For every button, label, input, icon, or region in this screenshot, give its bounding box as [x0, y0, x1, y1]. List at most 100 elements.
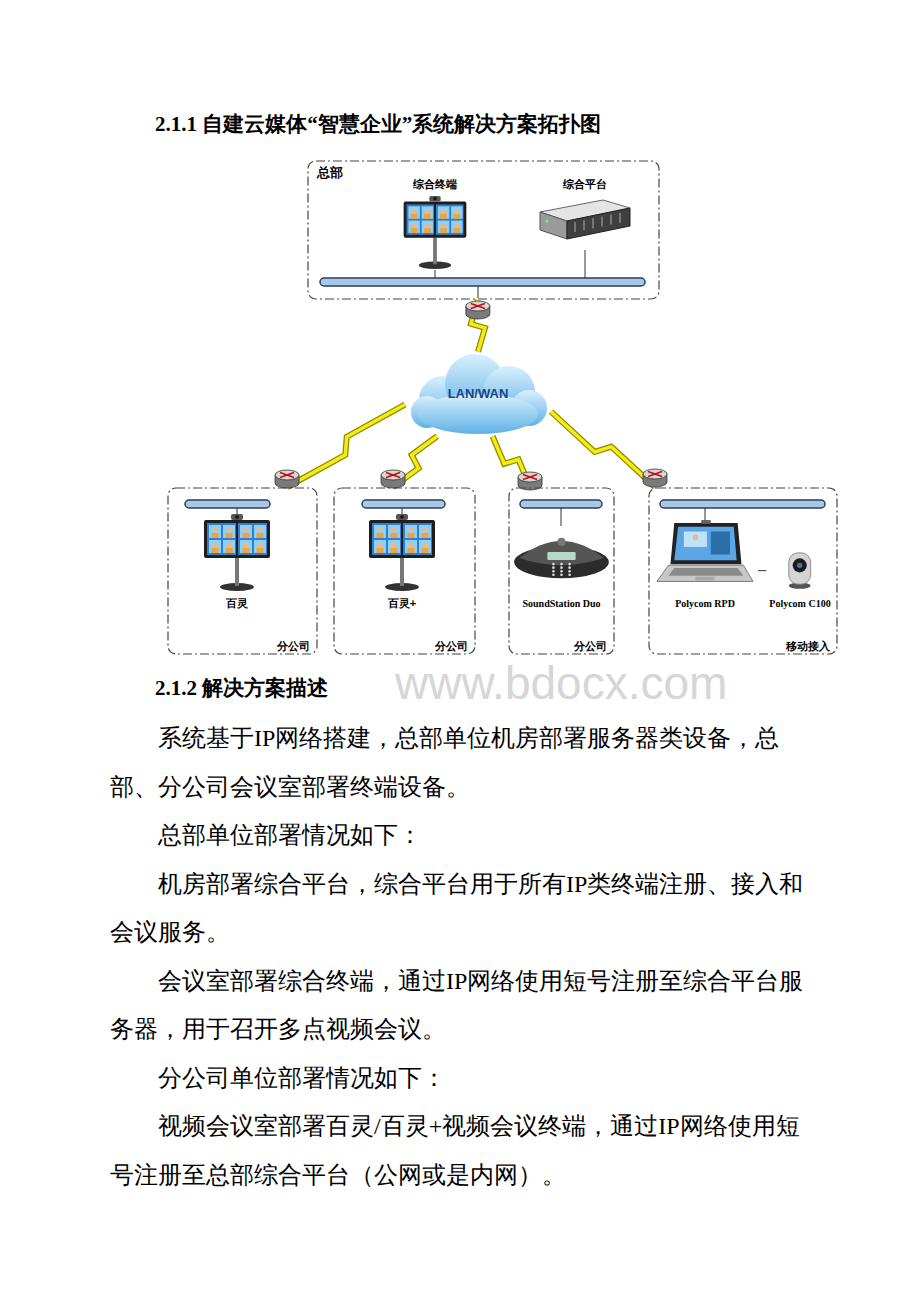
router-top — [381, 470, 405, 480]
device-label: 综合终端 — [413, 178, 457, 191]
icon-part — [391, 533, 398, 538]
icon-part — [429, 196, 440, 202]
drop-line — [478, 286, 479, 298]
icon-part — [454, 223, 459, 228]
icon-part — [797, 563, 802, 568]
body-text: 系统基于IP网络搭建，总部单位机房部署服务器类设备，总部、分公司会议室部署终端设… — [110, 714, 820, 1199]
icon-part — [567, 208, 630, 239]
icon-part — [451, 206, 462, 218]
network-bus — [362, 500, 445, 508]
conference-phone-icon — [511, 512, 612, 592]
video-terminal-icon — [362, 512, 442, 592]
group-label: 移动接入 — [786, 640, 830, 653]
wan-link — [287, 405, 405, 487]
icon-part — [213, 543, 218, 548]
icon-part — [240, 525, 252, 538]
site-group-box: 分公司百灵 — [167, 487, 318, 655]
icon-part — [674, 527, 736, 561]
server-platform: 综合平台 — [532, 178, 638, 258]
body-paragraph: 总部单位部署情况如下： — [110, 811, 820, 860]
icon-part — [377, 548, 384, 553]
laptop-client-icon — [652, 520, 758, 592]
icon-part — [454, 214, 461, 219]
icon-part — [422, 533, 429, 538]
dashed-outline-rect — [308, 161, 659, 299]
body-paragraph: 机房部署综合平台，综合平台用于所有IP类终端注册、接入和会议服务。 — [110, 860, 820, 957]
device-label: Polycom C100 — [769, 598, 830, 610]
router-icon — [275, 470, 299, 488]
icon-part — [424, 214, 431, 219]
router-arrow — [280, 473, 294, 478]
icon-part — [601, 216, 603, 226]
icon-part — [204, 520, 270, 558]
icon-part — [369, 520, 435, 558]
icon-part — [240, 540, 252, 553]
icon-part — [701, 520, 711, 524]
icon-part — [235, 558, 239, 586]
network-bus — [320, 278, 645, 286]
drop-line — [561, 508, 562, 526]
dashed-outline-rect — [649, 488, 837, 654]
icon-part — [422, 206, 433, 218]
icon-part — [695, 577, 714, 581]
router-icon — [381, 470, 405, 488]
icon-part — [235, 515, 239, 519]
icon-part — [231, 514, 243, 520]
router-top — [466, 301, 490, 311]
icon-part — [209, 540, 221, 553]
icon-part — [400, 515, 404, 519]
router-icon — [643, 469, 667, 487]
icon-part — [411, 228, 418, 233]
icon-part — [207, 523, 236, 555]
icon-part — [440, 228, 447, 233]
dashed-outline-rect — [509, 488, 614, 654]
router-arrow — [471, 304, 485, 309]
icon-part — [388, 540, 400, 553]
icon-part — [258, 528, 263, 533]
icon-part — [243, 533, 250, 538]
icon-part — [258, 543, 263, 548]
icon-part — [388, 525, 400, 538]
icon-part — [454, 228, 461, 233]
icon-part — [412, 223, 417, 228]
icon-part — [244, 543, 249, 548]
icon-part — [711, 532, 730, 555]
icon-part — [560, 570, 563, 573]
router-arrow — [280, 473, 294, 478]
site-group-box: 分公司SoundStation Duo — [508, 487, 615, 655]
video-terminal-icon — [392, 194, 478, 270]
watermark: www.bdocx.com — [395, 660, 727, 706]
icon-part — [568, 566, 571, 569]
drop-line — [435, 270, 436, 278]
icon-part — [391, 548, 398, 553]
icon-part — [212, 533, 219, 538]
icon-part — [244, 528, 249, 533]
icon-part — [560, 566, 563, 569]
link-outline — [551, 412, 655, 487]
icon-part — [404, 202, 467, 238]
icon-part — [408, 533, 415, 538]
icon-part — [592, 218, 594, 228]
icon-part — [423, 528, 428, 533]
icon-part — [409, 528, 414, 533]
icon-part — [403, 523, 432, 555]
icon-part — [419, 525, 431, 538]
icon-part — [226, 548, 233, 553]
group-label: 总部 — [317, 165, 343, 181]
icon-part — [789, 553, 811, 584]
body-paragraph: 视频会议室部署百灵/百灵+视频会议终端，通过IP网络使用短号注册至总部综合平台（… — [110, 1102, 820, 1199]
icon-part — [454, 209, 459, 214]
icon-part — [223, 525, 235, 538]
router-arrow — [386, 473, 400, 478]
icon-part — [547, 552, 575, 560]
icon-part — [254, 525, 266, 538]
icon-part — [693, 534, 699, 540]
icon-part — [419, 540, 431, 553]
icon-part — [408, 221, 419, 233]
icon-part — [438, 206, 449, 218]
dashed-outline-rect — [168, 488, 317, 654]
body-paragraph: 系统基于IP网络搭建，总部单位机房部署服务器类设备，总部、分公司会议室部署终端设… — [110, 714, 820, 811]
body-paragraph: 会议室部署综合终端，通过IP网络使用短号注册至综合平台服务器，用于召开多点视频会… — [110, 957, 820, 1054]
icon-part — [422, 221, 433, 233]
icon-part — [583, 220, 585, 230]
